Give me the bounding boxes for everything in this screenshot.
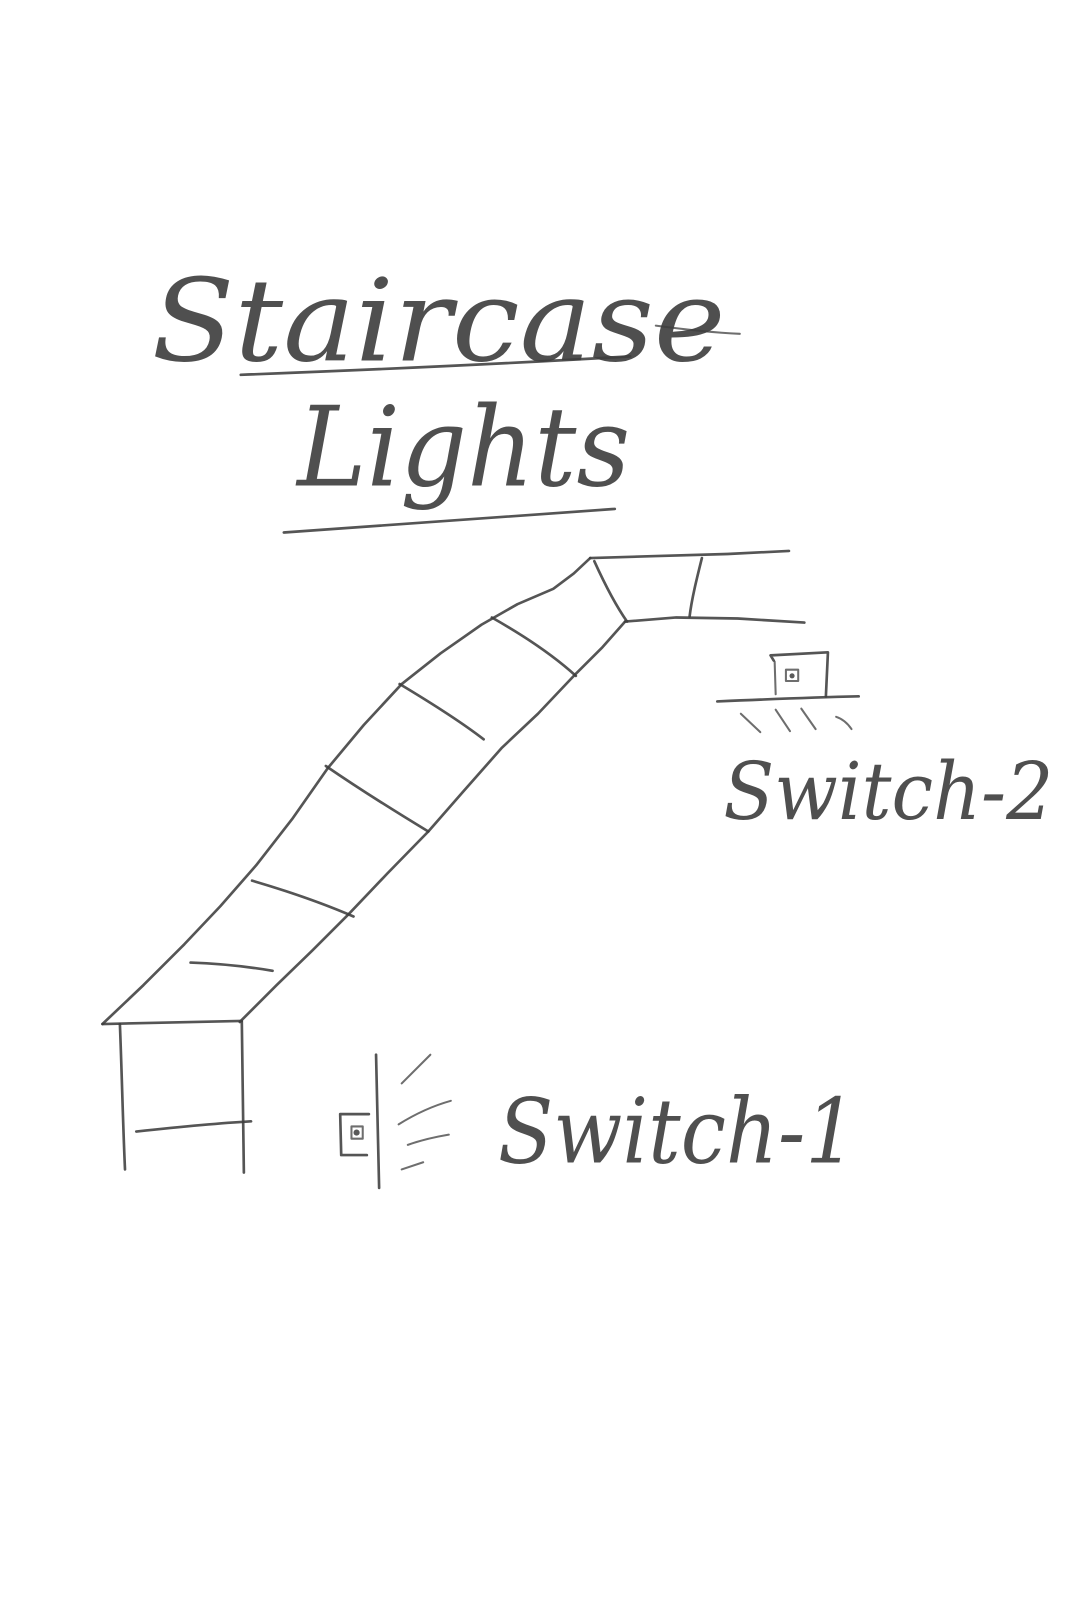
stair-step-line	[490, 616, 578, 678]
hatch-mark	[835, 715, 853, 731]
hatch-mark	[774, 708, 792, 733]
switch-toggle	[784, 668, 800, 682]
bottom-box-left-edge	[118, 1022, 127, 1171]
stair-outer-rail	[101, 556, 592, 1026]
title-line-1: Staircase	[152, 255, 726, 388]
hatch-mark	[400, 1161, 425, 1171]
ceiling-wall-line	[715, 695, 861, 703]
switch-plate-outline	[769, 650, 830, 698]
bottom-box-top-edge	[101, 1019, 244, 1026]
switch-toggle	[350, 1125, 364, 1140]
switch-toggle-dot	[789, 673, 795, 679]
landing-lower-edge	[623, 616, 806, 624]
title-underline-2	[282, 507, 617, 534]
landing-upper-edge	[588, 549, 791, 560]
switch-1-label: Switch-1	[498, 1079, 857, 1184]
switch-toggle-dot	[353, 1129, 360, 1136]
hatch-mark	[400, 1053, 432, 1085]
staircase	[101, 549, 806, 1174]
switch-plate-side	[773, 660, 777, 696]
hatch-mark	[397, 1099, 452, 1126]
wall-switch-icon	[338, 1112, 371, 1157]
switch-1-group: Switch-1	[338, 1053, 857, 1190]
hatch-mark	[800, 707, 817, 731]
wall-switch-icon	[769, 650, 830, 698]
title-flourish	[654, 324, 741, 335]
stair-step-line	[592, 559, 629, 623]
stair-inner-rail	[238, 620, 627, 1024]
stair-step-line	[688, 556, 704, 618]
title-underline-1	[239, 355, 632, 377]
title-block: Staircase Lights	[152, 255, 741, 534]
wall-line	[374, 1053, 381, 1190]
bottom-box-right-edge	[240, 1020, 246, 1174]
stair-step-line	[189, 961, 274, 973]
hatch-mark	[406, 1133, 450, 1146]
switch-2-label: Switch-2	[723, 745, 1053, 838]
stair-step-line	[250, 879, 355, 918]
switch-2-group: Switch-2	[715, 650, 1053, 838]
stair-step-line	[398, 682, 485, 741]
stair-step-line	[324, 764, 430, 833]
stair-step-line	[134, 1119, 253, 1133]
hatch-mark	[739, 712, 762, 734]
title-line-2: Lights	[295, 383, 630, 512]
switch-plate-outline	[338, 1112, 371, 1157]
